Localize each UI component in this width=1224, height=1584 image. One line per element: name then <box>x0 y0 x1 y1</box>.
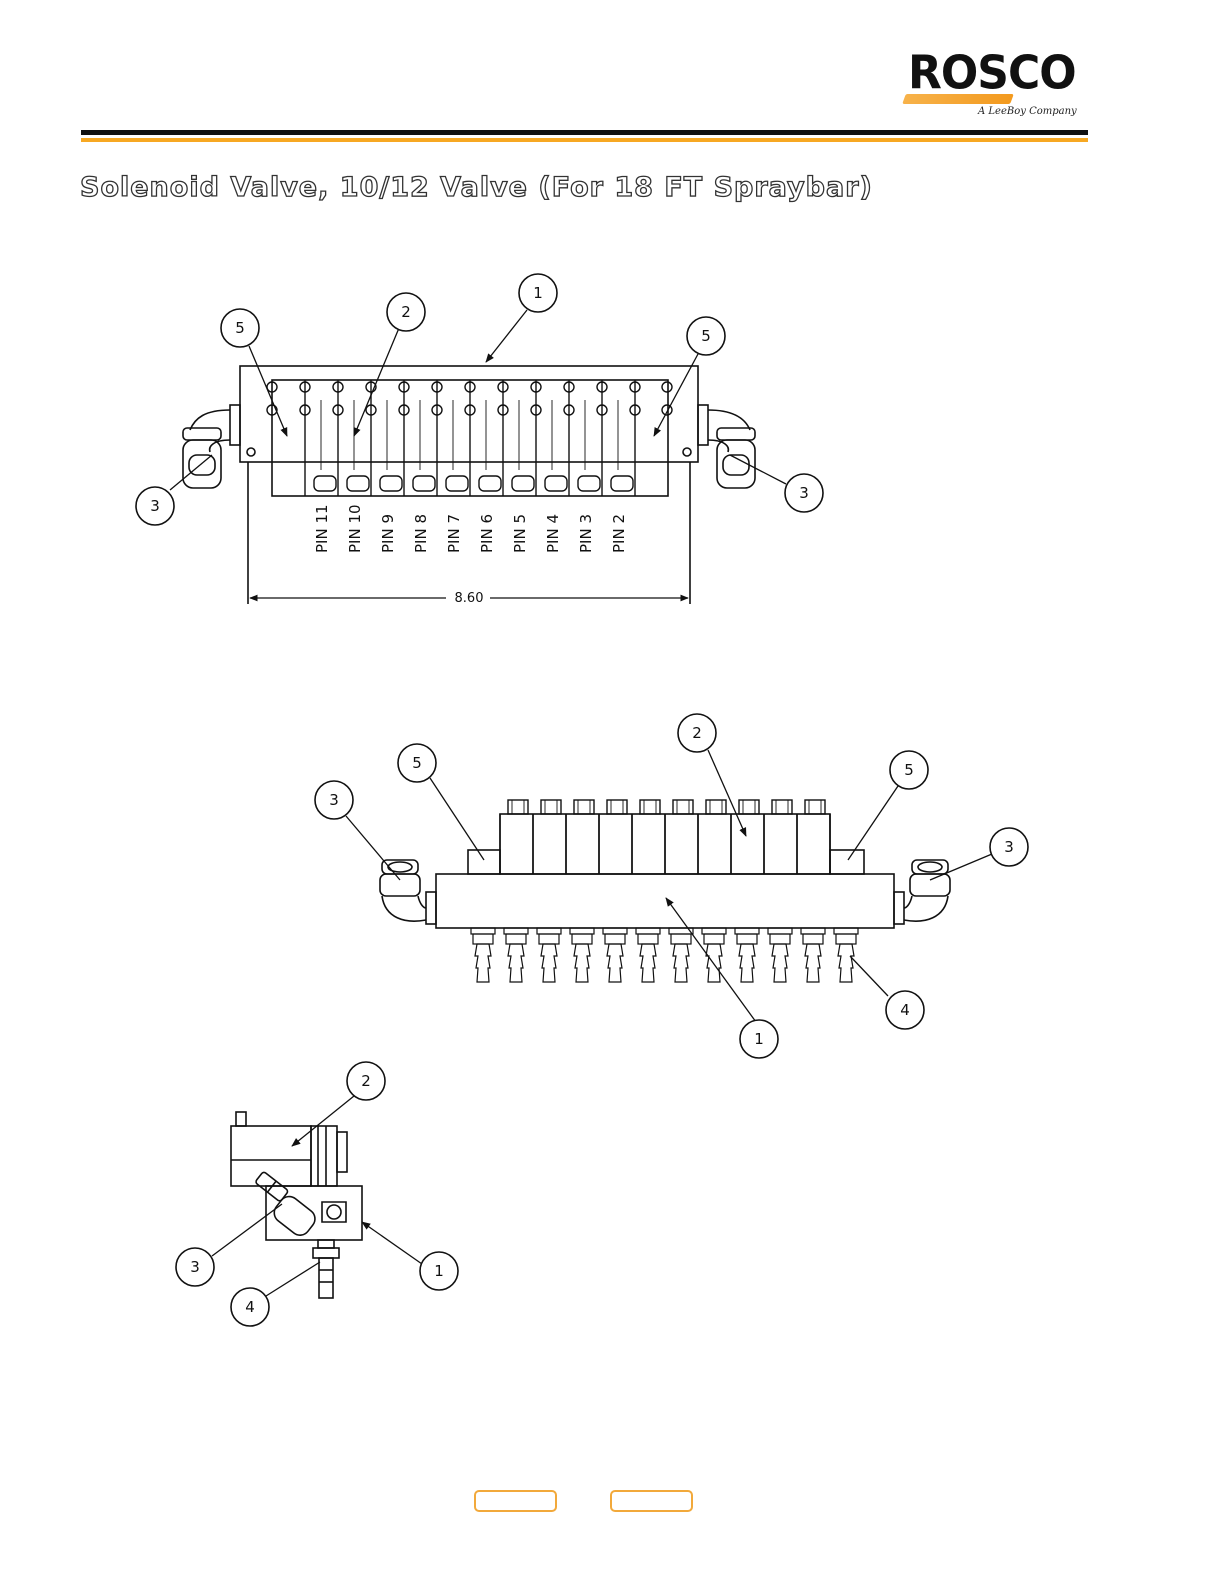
callout-balloon: 3 <box>136 487 174 525</box>
callout-balloon: 5 <box>687 317 725 355</box>
callout-number: 2 <box>361 1072 371 1090</box>
callout-number: 3 <box>1004 838 1014 856</box>
callout-balloon: 2 <box>678 714 716 752</box>
callout-balloon: 1 <box>519 274 557 312</box>
callout-balloon: 5 <box>398 744 436 782</box>
front-hose-barbs <box>471 928 858 982</box>
pin-label: PIN 4 <box>544 514 562 553</box>
pin-label: PIN 7 <box>445 514 463 553</box>
callout-number: 3 <box>150 497 160 515</box>
top-view <box>170 310 786 604</box>
callout-number: 4 <box>245 1298 255 1316</box>
callout-number: 3 <box>799 484 809 502</box>
pin-labels: PIN 11 PIN 10 PIN 9 PIN 8 PIN 7 PIN 6 PIN 5 PIN… <box>313 504 628 553</box>
callout-balloon: 1 <box>420 1252 458 1290</box>
callout-balloon: 3 <box>315 781 353 819</box>
callout-number: 1 <box>434 1262 444 1280</box>
callout-number: 5 <box>412 754 422 772</box>
prev-page-button[interactable] <box>474 1490 557 1512</box>
top-right-fitting <box>698 405 755 488</box>
callout-number: 3 <box>190 1258 200 1276</box>
callout-balloon: 3 <box>990 828 1028 866</box>
dimension-label: 8.60 <box>455 591 484 606</box>
callout-balloon: 2 <box>387 293 425 331</box>
callout-balloon: 3 <box>785 474 823 512</box>
side-fitting <box>245 1171 320 1239</box>
callout-balloon: 4 <box>886 991 924 1029</box>
pin-label: PIN 6 <box>478 514 496 553</box>
callout-number: 3 <box>329 791 339 809</box>
pin-label: PIN 11 <box>313 504 331 553</box>
callout-number: 2 <box>692 724 702 742</box>
callout-number: 4 <box>900 1001 910 1019</box>
front-valve-cells <box>500 800 830 874</box>
pin-label: PIN 8 <box>412 514 430 553</box>
callout-number: 1 <box>754 1030 764 1048</box>
callout-balloon: 5 <box>890 751 928 789</box>
front-left-fitting <box>380 860 426 921</box>
side-view <box>212 1096 422 1298</box>
pin-label: PIN 3 <box>577 514 595 553</box>
next-page-button[interactable] <box>610 1490 693 1512</box>
pin-label: PIN 5 <box>511 514 529 553</box>
callout-number: 1 <box>533 284 543 302</box>
callout-balloon: 4 <box>231 1288 269 1326</box>
front-view <box>346 750 992 1022</box>
front-right-fitting <box>904 860 950 921</box>
callout-number: 5 <box>904 761 914 779</box>
callout-number: 5 <box>701 327 711 345</box>
pin-label: PIN 10 <box>346 504 364 553</box>
callout-balloon: 3 <box>176 1248 214 1286</box>
top-valve-cells <box>267 380 672 496</box>
callout-balloon: 5 <box>221 309 259 347</box>
callout-balloon: 1 <box>740 1020 778 1058</box>
pin-label: PIN 9 <box>379 514 397 553</box>
callout-number: 2 <box>401 303 411 321</box>
front-manifold <box>436 874 894 928</box>
pin-label: PIN 2 <box>610 514 628 553</box>
top-left-fitting <box>183 405 240 488</box>
callout-number: 5 <box>235 319 245 337</box>
callout-balloon: 2 <box>347 1062 385 1100</box>
